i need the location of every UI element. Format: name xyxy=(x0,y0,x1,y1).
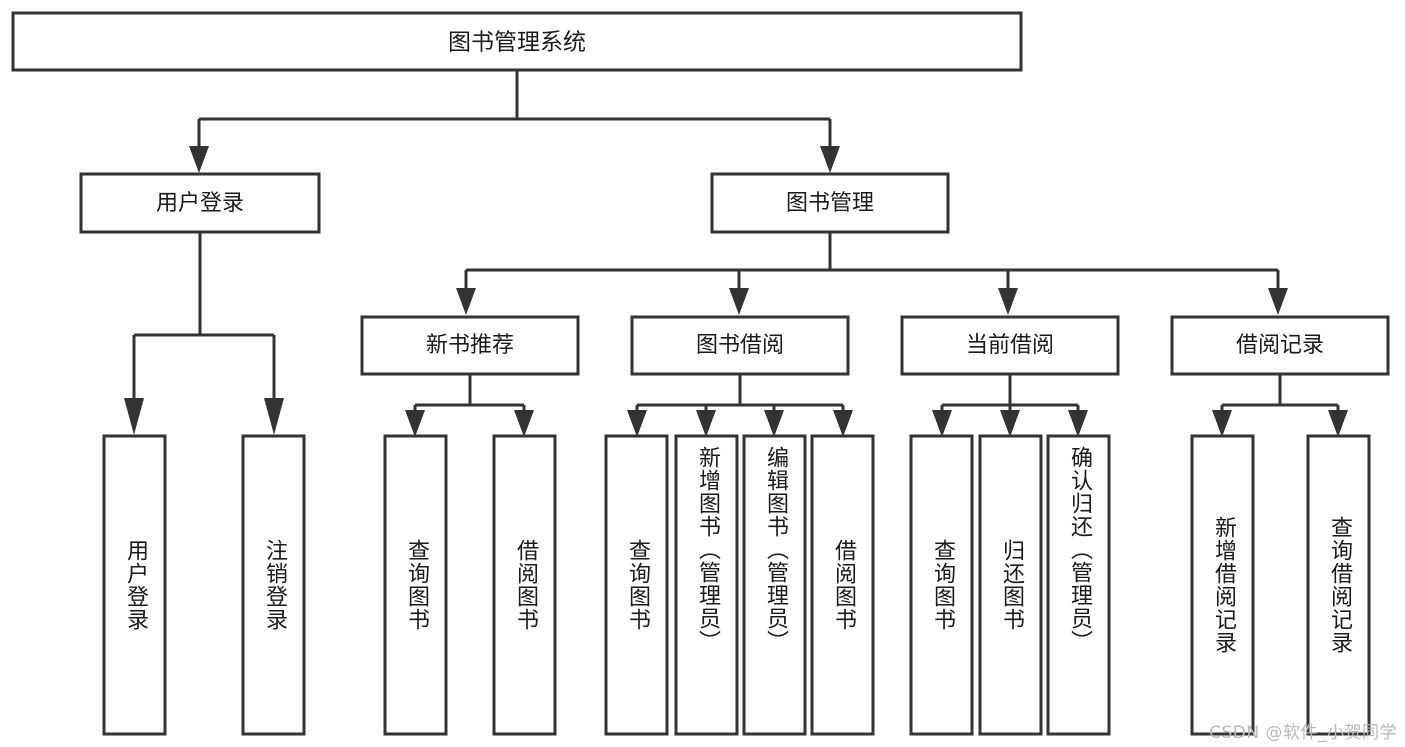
arrow-leaf-borrow-book-b xyxy=(833,410,853,437)
arrow-new-book-recommend xyxy=(456,288,476,315)
node-current-borrow-label: 当前借阅 xyxy=(966,333,1054,358)
arrow-leaf-edit-book xyxy=(764,410,784,437)
node-borrow-records-label: 借阅记录 xyxy=(1236,333,1324,358)
arrow-leaf-logout xyxy=(264,398,284,435)
arrow-leaf-query-book-c xyxy=(932,410,952,437)
arrow-leaf-add-book xyxy=(696,410,716,437)
arrow-leaf-user-login xyxy=(124,398,144,435)
arrow-leaf-query-book-a xyxy=(405,410,425,437)
arrow-leaf-query-borrow-record xyxy=(1328,410,1348,437)
leaf-box-borrow-book-a[interactable] xyxy=(492,434,557,736)
arrow-leaf-return-book xyxy=(1000,410,1020,437)
arrow-leaf-confirm-return xyxy=(1068,410,1088,437)
arrow-current-borrow xyxy=(998,288,1018,315)
leaf-box-query-borrow-record[interactable] xyxy=(1306,434,1371,736)
node-new-book-recommend-label: 新书推荐 xyxy=(426,333,514,358)
leaf-box-return-book[interactable] xyxy=(978,434,1043,736)
node-book-management-label: 图书管理 xyxy=(786,191,874,216)
arrow-leaf-borrow-book-a xyxy=(514,410,534,437)
arrow-book-management xyxy=(820,146,840,173)
node-current-borrow[interactable] xyxy=(900,315,1120,376)
leaf-box-borrow-book-b[interactable] xyxy=(810,434,875,736)
arrow-user-login xyxy=(189,146,209,173)
node-book-management[interactable] xyxy=(710,172,950,234)
leaf-box-add-book[interactable] xyxy=(674,434,739,736)
node-borrow-records[interactable] xyxy=(1170,315,1390,376)
node-book-borrow-label: 图书借阅 xyxy=(696,333,784,358)
node-user-login-label: 用户登录 xyxy=(156,191,244,216)
leaf-box-edit-book[interactable] xyxy=(742,434,807,736)
leaf-box-add-borrow-record[interactable] xyxy=(1190,434,1255,736)
arrow-book-borrow xyxy=(729,288,749,315)
leaf-box-query-book-a[interactable] xyxy=(383,434,448,736)
arrow-leaf-query-book-b xyxy=(627,410,647,437)
leaf-box-confirm-return[interactable] xyxy=(1046,434,1111,736)
leaf-box-query-book-b[interactable] xyxy=(604,434,669,736)
node-root-label: 图书管理系统 xyxy=(448,30,586,56)
leaf-box-logout[interactable] xyxy=(241,434,306,736)
node-book-borrow[interactable] xyxy=(630,315,850,376)
arrow-borrow-records xyxy=(1268,288,1288,315)
leaf-box-query-book-c[interactable] xyxy=(909,434,974,736)
arrow-leaf-add-borrow-record xyxy=(1212,410,1232,437)
csdn-watermark: CSDN @软件_小贺同学 xyxy=(1209,723,1397,743)
node-root-book-management-system[interactable] xyxy=(11,11,1023,72)
leaf-box-user-login[interactable] xyxy=(102,434,167,736)
node-new-book-recommend[interactable] xyxy=(360,315,580,376)
